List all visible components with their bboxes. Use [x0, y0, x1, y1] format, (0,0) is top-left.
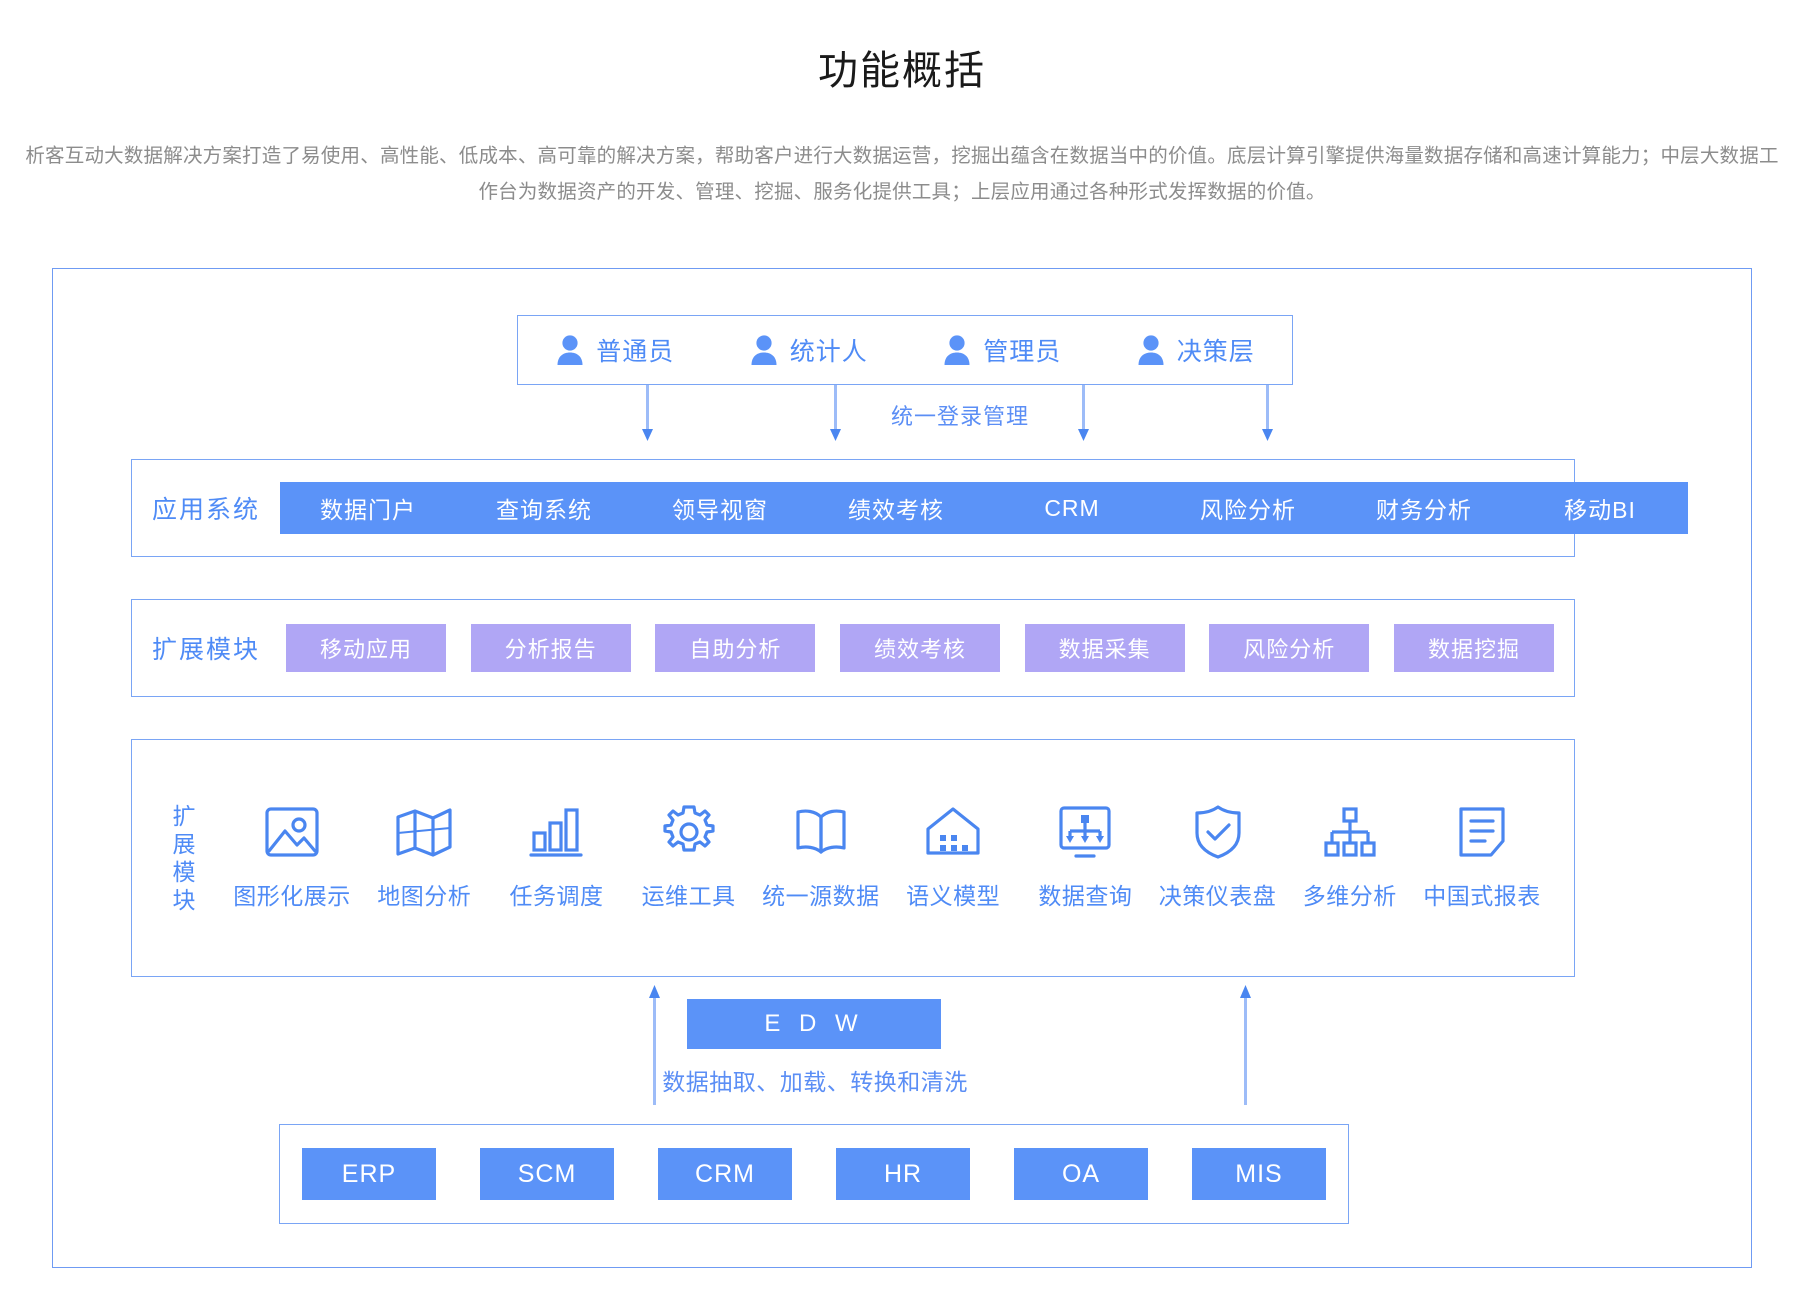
extension-modules-items: 移动应用 分析报告 自助分析 绩效考核 数据采集 风险分析 数据挖掘	[286, 624, 1554, 672]
role-item-1[interactable]: 统计人	[743, 332, 874, 368]
architecture-diagram: 普通员 统计人 管理员	[52, 268, 1752, 1268]
page-description: 析客互动大数据解决方案打造了易使用、高性能、低成本、高可靠的解决方案，帮助客户进…	[25, 145, 1779, 203]
app-chip-mobile-bi[interactable]: 移动BI	[1512, 482, 1689, 534]
image-icon	[261, 801, 323, 863]
ext-chip-performance[interactable]: 绩效考核	[839, 624, 1000, 672]
warehouse-icon	[922, 801, 984, 863]
application-system-items: 数据门户 查询系统 领导视窗 绩效考核 CRM 风险分析 财务分析 移动BI	[280, 482, 1689, 534]
ext-chip-mobile-app[interactable]: 移动应用	[286, 624, 447, 672]
capability-label: 多维分析	[1302, 883, 1397, 909]
source-chip-oa[interactable]: OA	[1014, 1148, 1148, 1200]
role-label: 管理员	[983, 338, 1062, 366]
page-title: 功能概括	[818, 49, 986, 93]
capability-ops-tools[interactable]: 运维工具	[627, 801, 751, 911]
app-chip-performance[interactable]: 绩效考核	[808, 482, 985, 534]
capability-chinese-report[interactable]: 中国式报表	[1420, 801, 1544, 911]
app-chip-crm[interactable]: CRM	[984, 482, 1161, 534]
application-system-title: 应用系统	[152, 496, 261, 524]
source-chip-mis[interactable]: MIS	[1192, 1148, 1326, 1200]
user-icon	[555, 334, 585, 366]
app-chip-data-portal[interactable]: 数据门户	[280, 482, 457, 534]
extension-modules-row: 扩展模块 移动应用 分析报告 自助分析 绩效考核 数据采集 风险分析 数据挖掘	[131, 599, 1575, 697]
ext-chip-risk-analysis[interactable]: 风险分析	[1209, 624, 1370, 672]
source-systems-box: ERP SCM CRM HR OA MIS	[279, 1124, 1349, 1224]
user-icon	[942, 334, 972, 366]
roles-bar: 普通员 统计人 管理员	[517, 315, 1293, 385]
capabilities-title-char-3: 块	[172, 887, 196, 913]
capability-label: 决策仪表盘	[1158, 883, 1277, 909]
capability-label: 任务调度	[509, 883, 604, 909]
capability-label: 地图分析	[377, 883, 472, 909]
role-label: 统计人	[789, 338, 868, 366]
capability-label: 语义模型	[906, 883, 1001, 909]
capability-label: 运维工具	[641, 883, 736, 909]
edw-caption: 数据抽取、加载、转换和清洗	[662, 1069, 968, 1095]
capability-graphic-display[interactable]: 图形化展示	[230, 801, 354, 911]
capability-decision-dashboard[interactable]: 决策仪表盘	[1156, 801, 1280, 911]
capability-label: 数据查询	[1038, 883, 1133, 909]
ext-chip-data-mining[interactable]: 数据挖掘	[1393, 624, 1554, 672]
arrow-down-icon	[1077, 385, 1090, 441]
extension-modules-title: 扩展模块	[152, 636, 261, 664]
capability-data-query[interactable]: 数据查询	[1023, 801, 1147, 911]
hierarchy-icon	[1319, 801, 1381, 863]
role-label: 普通员	[596, 338, 675, 366]
role-item-3[interactable]: 决策层	[1130, 332, 1261, 368]
capabilities-items: 图形化展示 地图分析	[216, 801, 1558, 915]
ext-chip-analysis-report[interactable]: 分析报告	[470, 624, 631, 672]
source-chip-erp[interactable]: ERP	[302, 1148, 436, 1200]
bar-chart-icon	[525, 801, 587, 863]
capability-label: 中国式报表	[1423, 883, 1541, 909]
arrow-down-icon	[829, 385, 842, 441]
arrow-down-icon	[641, 385, 654, 441]
app-chip-leader-view[interactable]: 领导视窗	[632, 482, 809, 534]
capability-semantic-model[interactable]: 语义模型	[891, 801, 1015, 911]
source-chip-scm[interactable]: SCM	[480, 1148, 614, 1200]
book-icon	[790, 801, 852, 863]
app-chip-finance-analysis[interactable]: 财务分析	[1336, 482, 1513, 534]
capability-map-analysis[interactable]: 地图分析	[362, 801, 486, 911]
login-connectors: 统一登录管理	[53, 385, 1751, 447]
login-connector-label: 统一登录管理	[891, 404, 1030, 429]
user-icon	[1136, 334, 1166, 366]
capability-task-scheduling[interactable]: 任务调度	[494, 801, 618, 911]
map-icon	[393, 801, 455, 863]
role-item-2[interactable]: 管理员	[936, 332, 1067, 368]
arrow-up-icon	[1239, 985, 1252, 1105]
arrow-up-icon	[648, 985, 661, 1105]
capabilities-title-char-1: 展	[172, 831, 196, 857]
source-chip-hr[interactable]: HR	[836, 1148, 970, 1200]
shield-check-icon	[1187, 801, 1249, 863]
report-document-icon	[1451, 801, 1513, 863]
app-chip-query-system[interactable]: 查询系统	[456, 482, 633, 534]
capability-multidimensional-analysis[interactable]: 多维分析	[1288, 801, 1412, 911]
capabilities-title-char-2: 模	[172, 859, 196, 885]
ext-chip-self-service[interactable]: 自助分析	[655, 624, 816, 672]
role-item-0[interactable]: 普通员	[549, 332, 680, 368]
gear-icon	[658, 801, 720, 863]
ext-chip-data-collection[interactable]: 数据采集	[1024, 624, 1185, 672]
arrow-down-icon	[1261, 385, 1274, 441]
app-chip-risk-analysis[interactable]: 风险分析	[1160, 482, 1337, 534]
capabilities-title-char-0: 扩	[172, 803, 196, 829]
source-chip-crm[interactable]: CRM	[658, 1148, 792, 1200]
capability-label: 统一源数据	[762, 883, 880, 909]
application-system-row: 应用系统 数据门户 查询系统 领导视窗 绩效考核 CRM 风险分析 财务分析 移…	[131, 459, 1689, 557]
edw-box[interactable]: E D W	[687, 999, 941, 1049]
capability-label: 图形化展示	[233, 883, 351, 909]
capabilities-title: 扩 展 模 块	[164, 802, 204, 914]
data-query-icon	[1054, 801, 1116, 863]
capabilities-panel: 扩 展 模 块 图形化展示	[131, 739, 1575, 977]
role-label: 决策层	[1176, 338, 1255, 366]
capability-unified-source-data[interactable]: 统一源数据	[759, 801, 883, 911]
user-icon	[749, 334, 779, 366]
